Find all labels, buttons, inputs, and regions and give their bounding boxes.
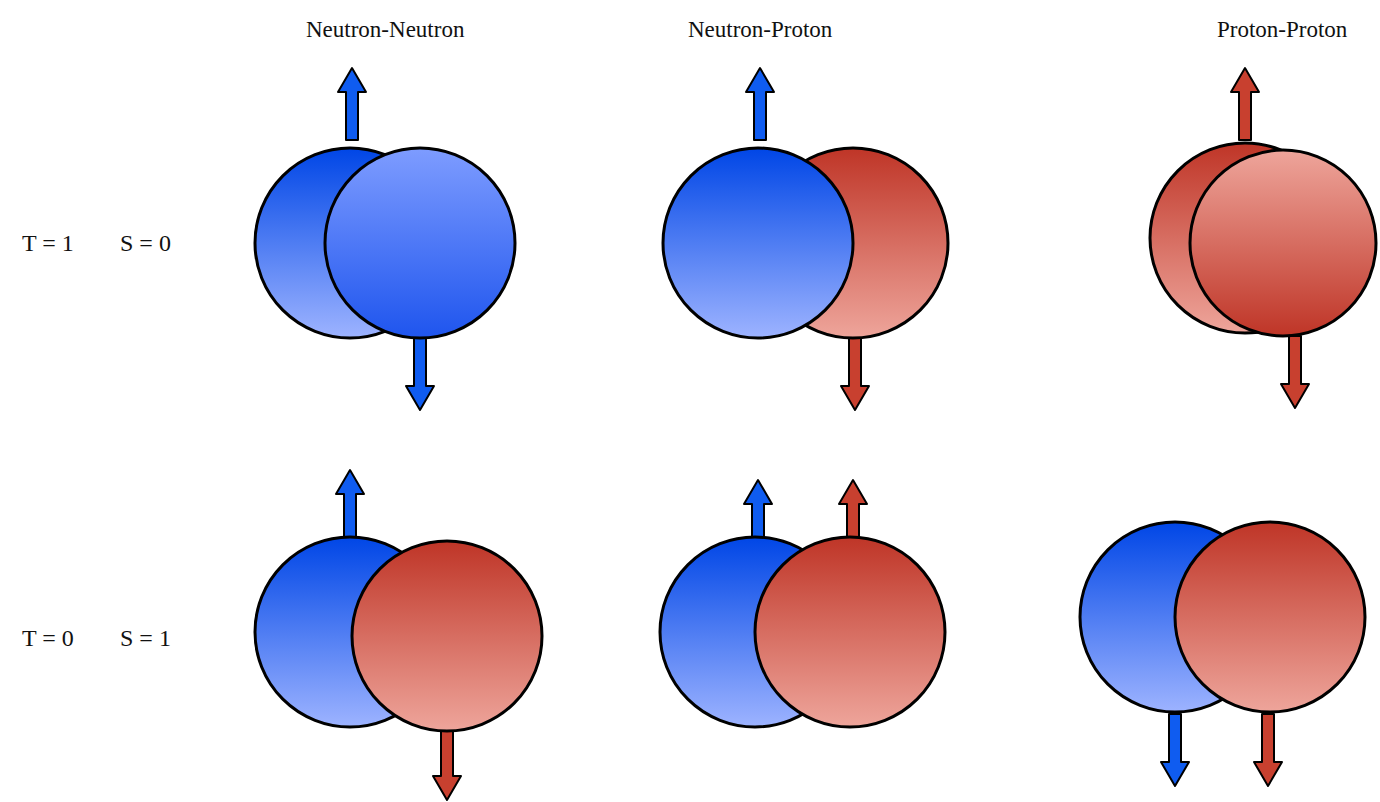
column-header: Neutron-Neutron [306, 17, 464, 43]
neutron-circle [663, 148, 853, 338]
quantum-number: S = 1 [120, 625, 171, 652]
proton-circle [352, 541, 542, 731]
spin-arrow [1161, 714, 1189, 786]
column-header: Proton-Proton [1217, 17, 1347, 43]
spin-arrow [1231, 68, 1259, 140]
column-header: Neutron-Proton [688, 17, 832, 43]
quantum-number: S = 0 [120, 230, 171, 257]
proton-circle [1190, 150, 1376, 336]
proton-circle [1175, 522, 1365, 712]
neutron-circle [325, 148, 515, 338]
spin-arrow [841, 338, 869, 410]
spin-arrow [1254, 714, 1282, 786]
spin-arrow [746, 68, 774, 140]
proton-circle [755, 537, 945, 727]
spin-arrow [338, 68, 366, 140]
spin-arrow [433, 728, 461, 800]
quantum-number: T = 1 [22, 230, 74, 257]
spin-arrow [406, 338, 434, 410]
spin-arrow [1281, 336, 1309, 408]
quantum-number: T = 0 [22, 625, 74, 652]
spin-arrow [336, 470, 364, 542]
